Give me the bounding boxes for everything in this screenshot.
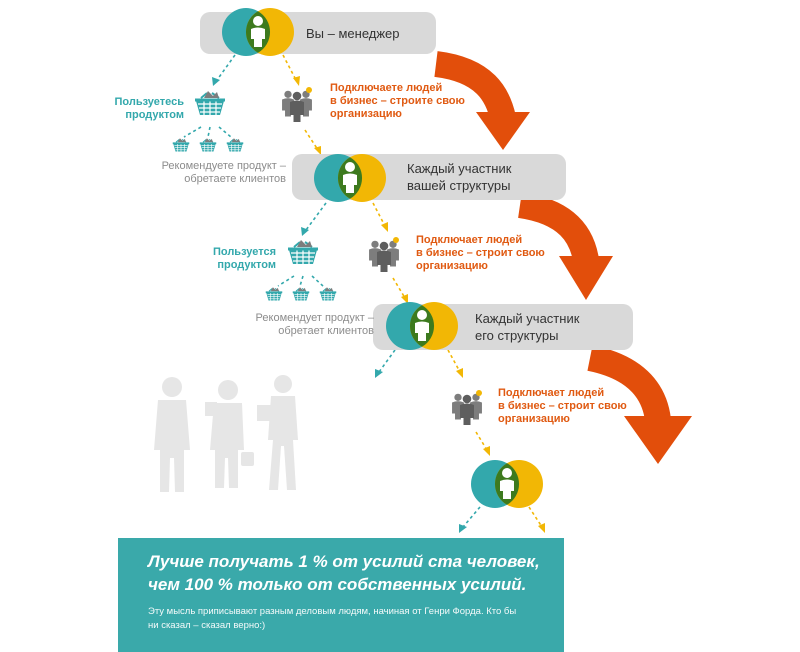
level-label: Вы – менеджер <box>306 25 400 41</box>
arrow-head <box>293 76 300 86</box>
quote-box: Лучше получать 1 % от усилий ста человек… <box>118 538 564 652</box>
member-venn-icon <box>471 460 543 508</box>
arrow-head <box>459 524 467 533</box>
recommends-label: Рекомендуете продукт – обретаете клиенто… <box>161 160 286 185</box>
arrow-head <box>538 523 545 533</box>
arrow-head <box>401 294 408 304</box>
dashed-arrow <box>447 349 461 373</box>
growth-arrow-head-3 <box>624 416 692 464</box>
dashed-arrow <box>282 54 297 81</box>
dashed-arrow <box>207 126 211 138</box>
arrow-head <box>314 146 321 155</box>
silhouette-person <box>205 380 254 488</box>
manager-venn-icon <box>222 8 294 56</box>
dashed-arrow <box>528 506 543 528</box>
dashed-arrow <box>216 54 236 81</box>
quote-text: Лучше получать 1 % от усилий ста человек… <box>148 552 540 594</box>
dashed-arrow <box>304 129 319 151</box>
silhouettes <box>154 375 298 492</box>
dashed-arrows <box>183 54 543 528</box>
growth-arrow-3 <box>587 345 671 423</box>
growth-arrow-head-1 <box>476 112 530 150</box>
silhouette-person <box>257 375 298 490</box>
quote-note: Эту мысль приписывают разным деловым люд… <box>148 606 517 631</box>
uses-product-label: Пользуетесь продуктом <box>114 96 184 121</box>
uses-product-label: Пользуется продуктом <box>212 246 276 271</box>
level-label: Каждый участник его структуры <box>475 311 580 343</box>
arrow-head <box>375 369 383 378</box>
member-venn-icon <box>314 154 386 202</box>
connects-label: Подключает людей в бизнес – строит свою … <box>498 387 627 425</box>
dashed-arrow-heads <box>212 76 545 533</box>
dashed-arrow <box>378 349 396 373</box>
dashed-arrow <box>462 506 481 528</box>
dashed-arrow <box>311 275 324 287</box>
growth-arrow-2 <box>517 192 599 263</box>
growth-arrow-head-2 <box>559 256 613 300</box>
dashed-arrow <box>392 277 406 299</box>
arrow-head <box>381 222 388 232</box>
growth-arrow-1 <box>433 51 516 122</box>
dashed-arrow <box>218 126 232 138</box>
arrow-head <box>212 77 220 86</box>
arrow-head <box>456 368 463 378</box>
silhouette-person <box>154 377 190 492</box>
connects-label: Подключает людей в бизнес – строит свою … <box>416 234 545 272</box>
dashed-arrow <box>299 275 304 287</box>
growth-arrows <box>433 51 692 464</box>
connects-label: Подключаете людей в бизнес – строите сво… <box>330 82 465 120</box>
recommends-label: Рекомендует продукт – обретает клиентов <box>255 312 374 337</box>
arrow-head <box>301 227 309 236</box>
level-label: Каждый участник вашей структуры <box>407 161 512 193</box>
arrow-head <box>483 446 490 456</box>
member-venn-icon <box>386 302 458 350</box>
dashed-arrow <box>372 202 386 227</box>
